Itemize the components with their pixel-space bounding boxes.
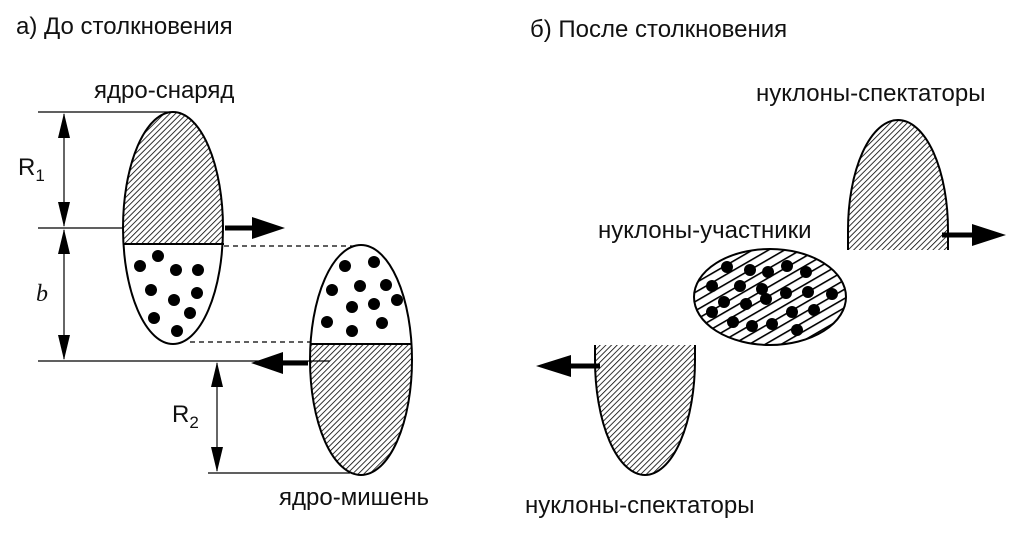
projectile-spectator-region (123, 112, 223, 244)
target-spectator-region (310, 344, 412, 475)
r1-symbol: R (18, 154, 36, 181)
projectile-velocity-arrow (225, 217, 285, 239)
r2-dimension (211, 362, 223, 472)
r1-label: R1 (18, 156, 45, 184)
r1-dimension (58, 113, 70, 227)
target-velocity-arrow (251, 352, 308, 374)
projectile-nucleons (134, 250, 204, 337)
bottom-spectator-arrow (536, 355, 600, 377)
r1-subscript: 1 (35, 165, 45, 185)
top-spectator-fragment (847, 119, 949, 250)
target-label: ядро-мишень (279, 484, 429, 511)
b-dimension (58, 229, 70, 360)
target-nucleons (321, 256, 403, 337)
spectators-bottom-label: нуклоны-спектаторы (525, 492, 755, 519)
participant-nucleons (706, 260, 838, 336)
projectile-nucleus (122, 111, 224, 345)
r2-subscript: 2 (189, 412, 199, 432)
r2-label: R2 (172, 403, 199, 431)
panel-b-caption: б) После столкновения (530, 16, 788, 43)
panel-a-caption: а) До столкновения (16, 13, 233, 40)
projectile-label: ядро-снаряд (94, 77, 235, 104)
b-label: b (36, 281, 48, 307)
participants-label: нуклоны-участники (598, 217, 812, 244)
top-spectator-arrow (942, 224, 1006, 246)
r2-symbol: R (172, 401, 190, 428)
participant-fireball (693, 248, 847, 346)
target-nucleus (309, 244, 413, 476)
spectators-top-label: нуклоны-спектаторы (756, 80, 986, 107)
bottom-spectator-fragment (594, 345, 696, 476)
